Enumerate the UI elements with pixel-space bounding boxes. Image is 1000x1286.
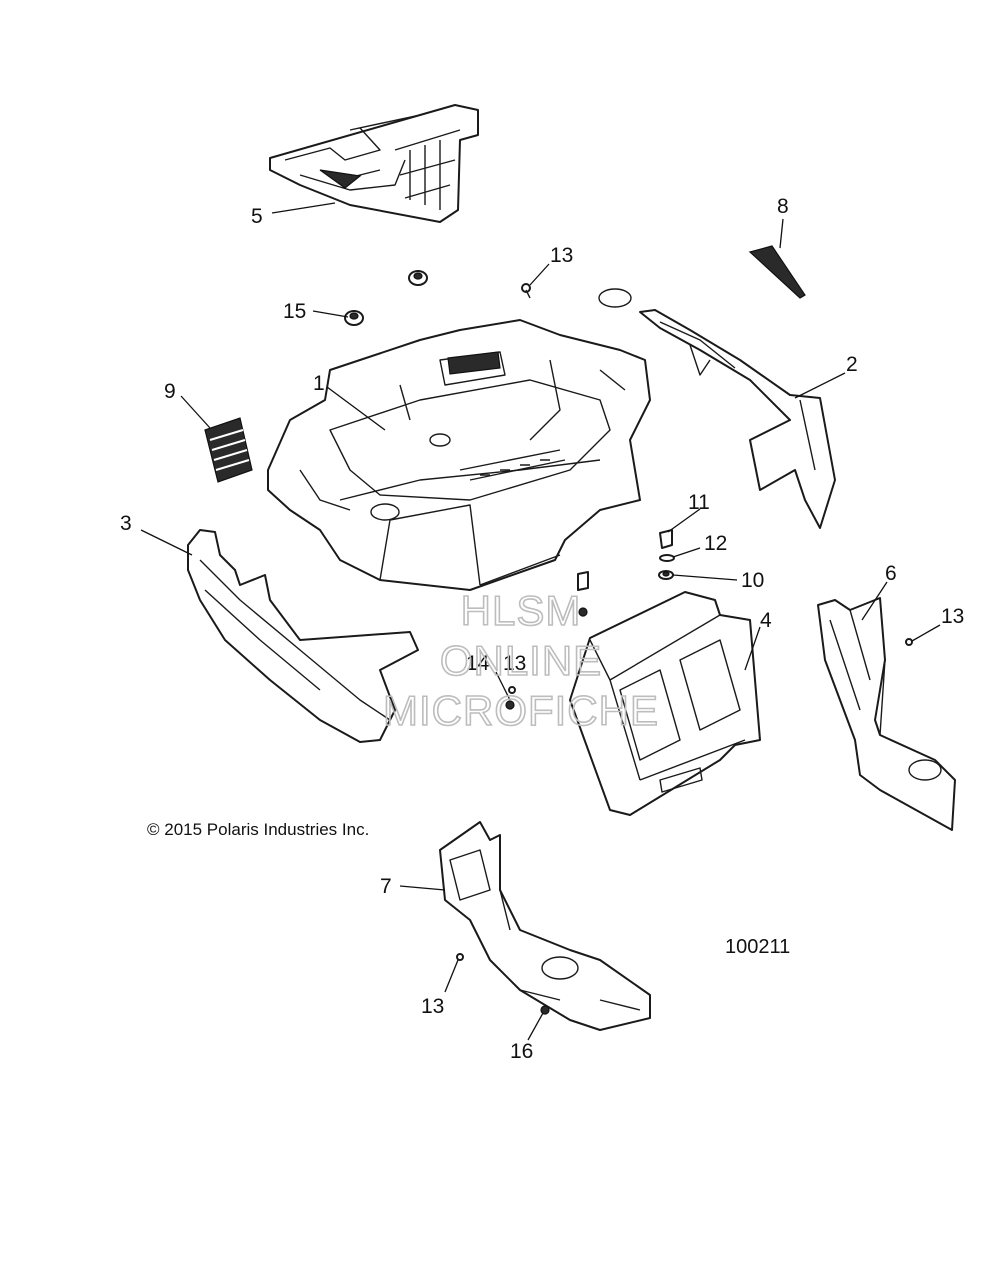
part-15-grommets [344,270,428,326]
part-11-clip [659,529,673,549]
part-13-screw-center [508,686,516,694]
callout-12: 12 [704,532,727,555]
callout-13-center: 13 [503,652,526,675]
callout-13: 13 [550,244,573,267]
part-13-screw-bottom [456,953,464,961]
watermark-line-1: HLSM [461,587,582,634]
part-6-lower-panel [817,597,956,831]
callout-8: 8 [777,195,789,218]
part-2-side-panel [639,309,836,529]
callout-5: 5 [251,205,263,228]
part-3-side-panel [187,529,419,743]
part-14-screw [505,700,515,710]
part-8-cover [748,245,806,299]
part-5-tray [269,104,479,223]
copyright-notice: © 2015 Polaris Industries Inc. [147,820,369,839]
part-9-grille [204,417,253,483]
part-7-lower-panel [439,821,651,1031]
callout-9: 9 [164,380,176,403]
callout-6: 6 [885,562,897,585]
callout-15: 15 [283,300,306,323]
part-10-nut [658,570,674,580]
callout-11: 11 [688,491,710,514]
watermark-line-2: ONLINE [440,637,602,684]
callout-1: 1 [313,372,325,395]
diagram-number: 100211 [725,936,790,958]
callout-labels: 5 8 13 15 2 1 9 11 12 10 3 4 6 13 14 13 … [120,195,964,1063]
part-1-storage-box [267,288,651,591]
callout-13-bottom: 13 [421,995,444,1018]
callout-4: 4 [760,609,772,632]
leader-lines [140,202,941,1041]
callout-10: 10 [741,569,764,592]
part-hardware-center [577,571,589,617]
part-16-fastener [540,1005,550,1015]
callout-7: 7 [380,875,392,898]
callout-14: 14 [466,652,490,675]
part-13-screw-top [521,283,531,299]
part-4-storage-bin [569,591,761,816]
callout-13-right: 13 [941,605,964,628]
callout-16: 16 [510,1040,533,1063]
watermark: HLSM ONLINE MICROFICHE [382,586,659,735]
part-13-screw-right [905,638,913,646]
callout-2: 2 [846,353,858,376]
watermark-line-3: MICROFICHE [383,687,659,734]
callout-3: 3 [120,512,132,535]
part-12-washer [659,554,675,562]
